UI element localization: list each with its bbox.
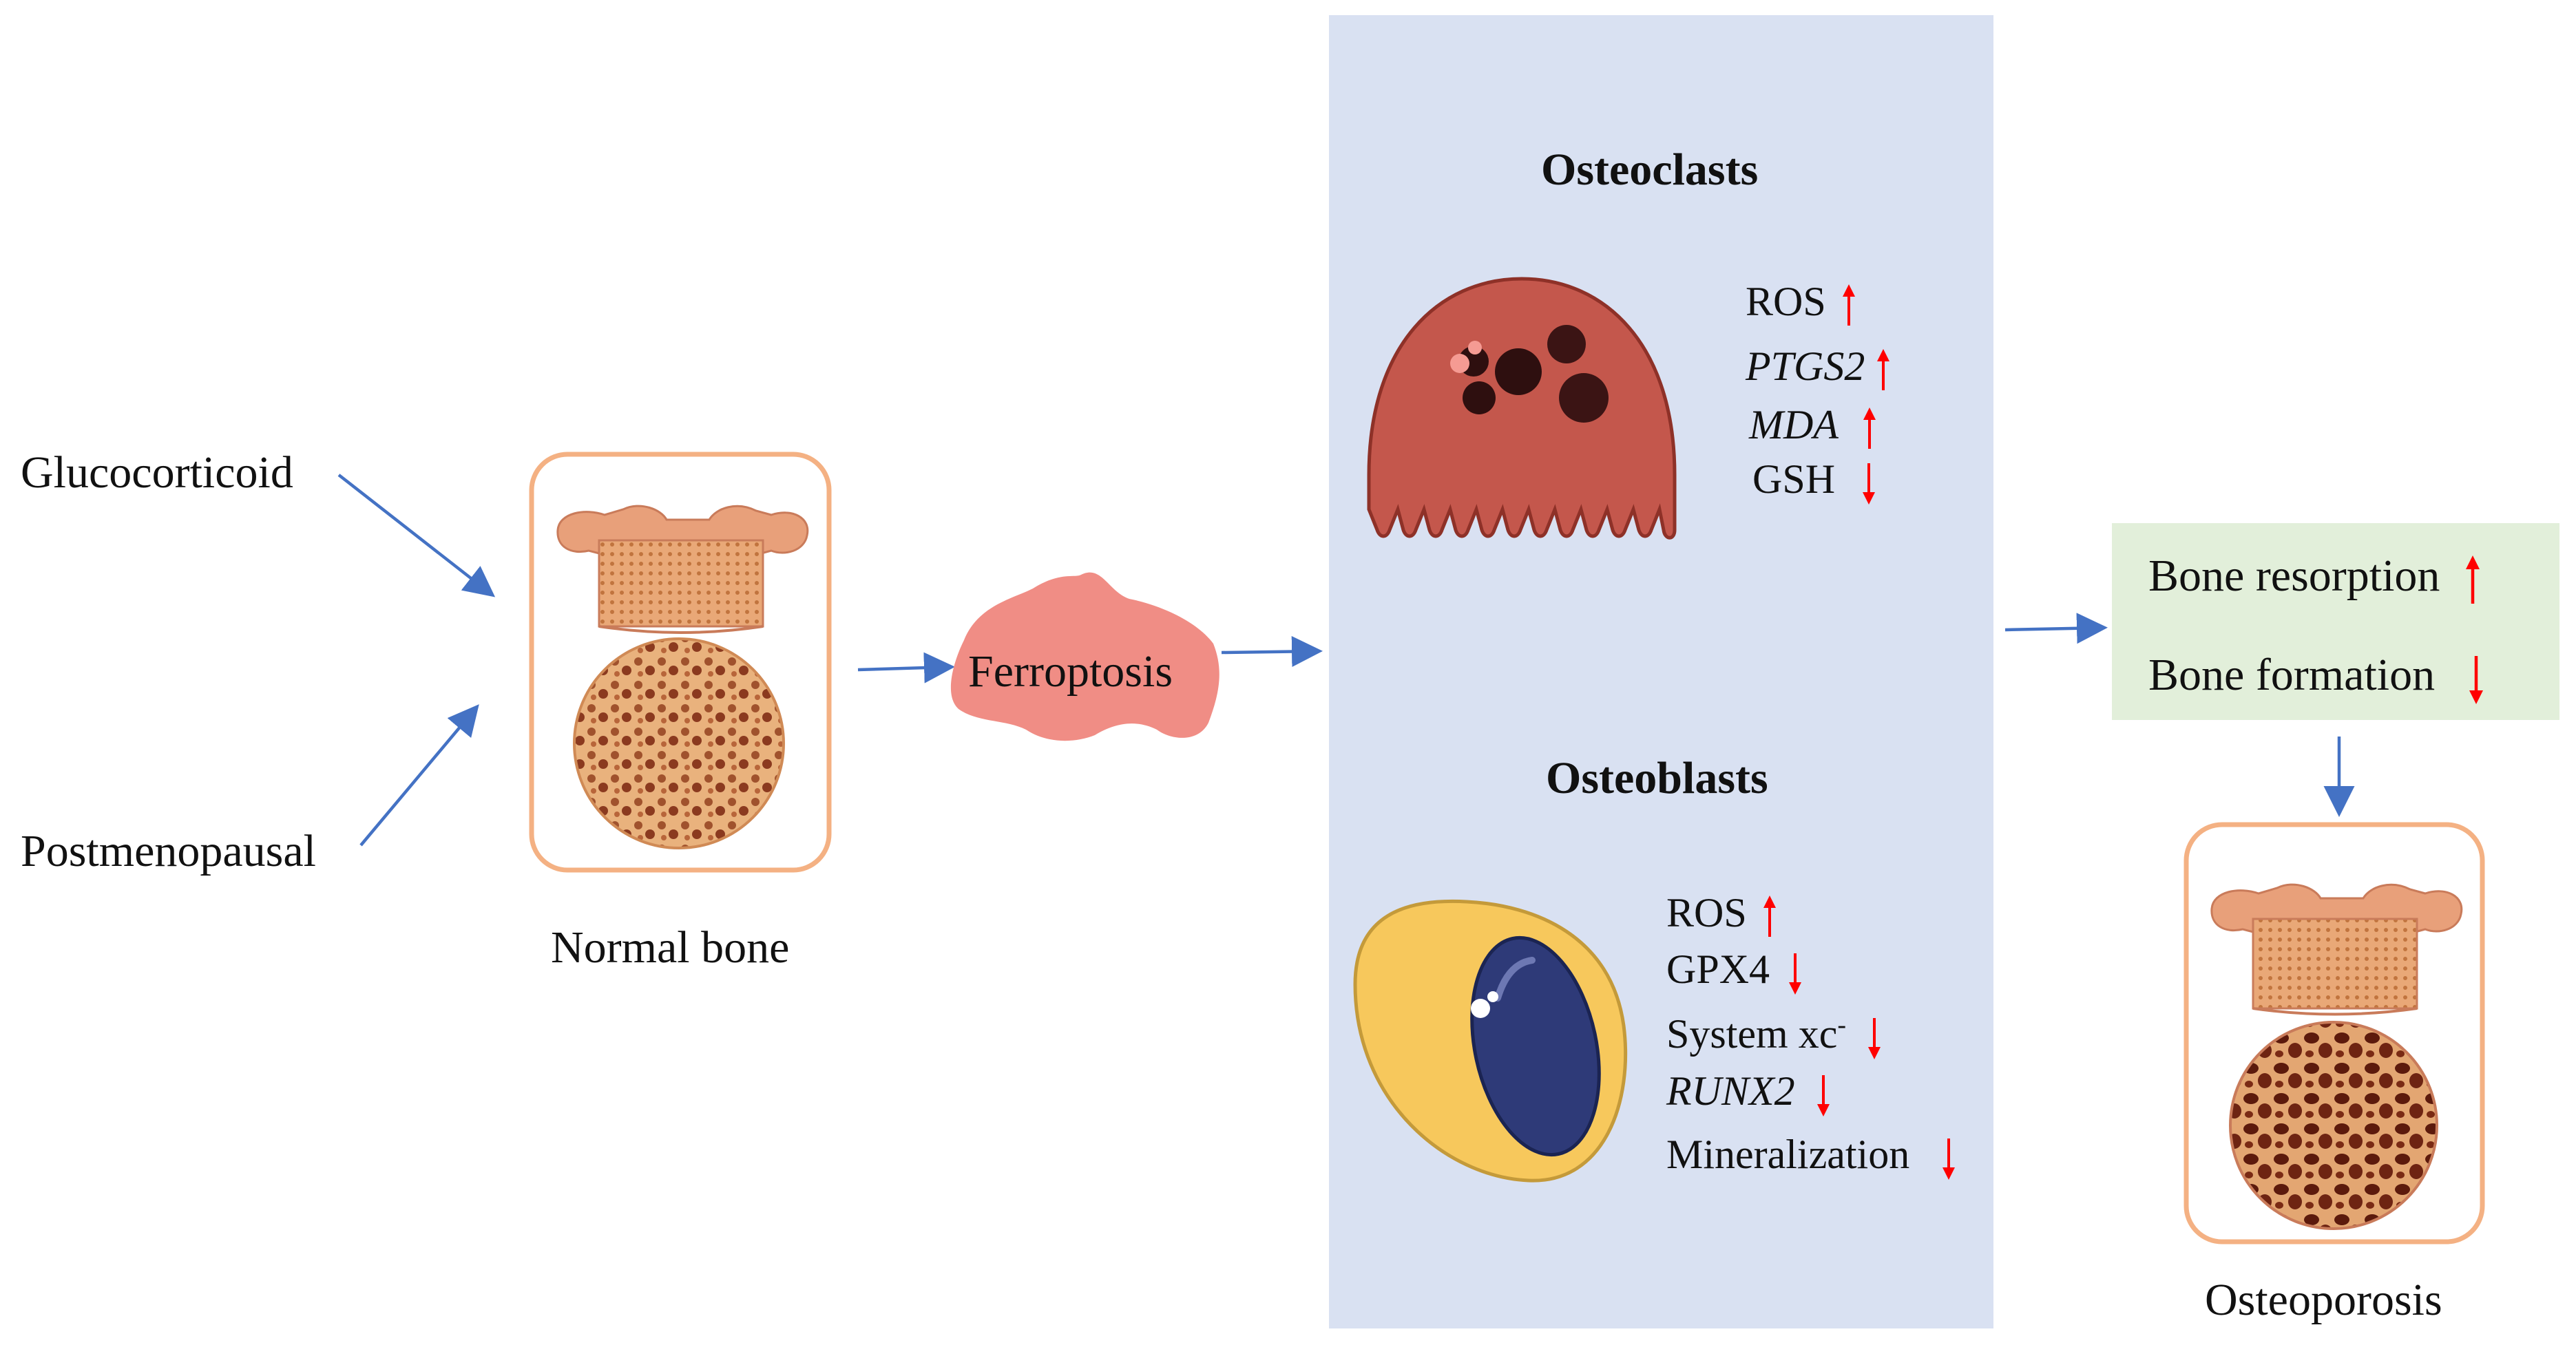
bone-formation-label: Bone formation <box>2148 650 2436 700</box>
marker-name: PTGS2 <box>1746 343 1865 389</box>
arrow-to-outcomes <box>2004 613 2108 644</box>
down-arrow-icon <box>1867 1018 1881 1060</box>
osteoporosis-vertebra-image <box>2210 883 2463 1016</box>
outcome-box <box>2112 523 2559 720</box>
osteoblast-marker-ros: ROS <box>1666 892 1777 938</box>
osteoblast-marker-runx2: RUNX2 <box>1666 1068 1831 1117</box>
arrow-glucocorticoid <box>337 474 496 597</box>
ferroptosis-blob <box>950 572 1219 741</box>
marker-name: ROS <box>1666 890 1747 935</box>
osteoblast-image <box>1353 899 1628 1183</box>
glucocorticoid-label: Glucocorticoid <box>21 447 293 498</box>
osteoclasts-title: Osteoclasts <box>1541 145 1759 195</box>
osteoclast-image <box>1367 277 1677 540</box>
normal-bone-label: Normal bone <box>551 922 790 973</box>
marker-name: MDA <box>1749 402 1839 447</box>
osteoclast-marker-gsh: GSH <box>1752 458 1876 505</box>
bone-resorption-label: Bone resorption <box>2148 551 2440 601</box>
up-arrow-icon <box>1877 349 1890 391</box>
marker-name: ROS <box>1746 279 1826 324</box>
down-arrow-icon <box>1863 463 1876 505</box>
marker-name: GPX4 <box>1666 946 1770 992</box>
ferroptosis-label: Ferroptosis <box>968 646 1173 697</box>
marker-name: System xc <box>1666 1011 1838 1057</box>
down-arrow-icon <box>2469 655 2484 704</box>
osteoblast-marker-mineralization: Mineralization <box>1666 1134 1956 1180</box>
marker-name: RUNX2 <box>1666 1068 1795 1114</box>
normal-vertebra-image <box>556 505 809 634</box>
osteoclast-marker-ros: ROS <box>1746 281 1856 327</box>
osteoclast-marker-ptgs2: PTGS2 <box>1746 346 1891 392</box>
osteoclast-marker-mda: MDA <box>1749 404 1877 450</box>
osteoporosis-label: Osteoporosis <box>2205 1275 2442 1325</box>
osteoblast-marker-system-xc: System xc- <box>1666 1010 1882 1060</box>
up-arrow-icon <box>2466 555 2480 604</box>
up-arrow-icon <box>1842 284 1855 326</box>
down-arrow-icon <box>1943 1139 1956 1180</box>
postmenopausal-label: Postmenopausal <box>21 826 316 876</box>
up-arrow-icon <box>1763 896 1776 938</box>
up-arrow-icon <box>1863 407 1876 449</box>
marker-name: GSH <box>1752 456 1836 502</box>
osteoblast-marker-gpx4: GPX4 <box>1666 949 1803 995</box>
arrow-to-cells <box>1221 636 1323 668</box>
osteoporosis-trabecular-image <box>2229 1021 2438 1230</box>
bone-formation-item: Bone formation <box>2148 653 2484 704</box>
down-arrow-icon <box>1789 953 1802 995</box>
arrow-postmenopausal <box>359 704 479 847</box>
normal-trabecular-image <box>573 637 785 849</box>
down-arrow-icon <box>1816 1075 1830 1117</box>
bone-resorption-item: Bone resorption <box>2148 553 2481 605</box>
marker-superscript: - <box>1837 1010 1846 1039</box>
marker-name: Mineralization <box>1666 1132 1910 1177</box>
osteoblasts-title: Osteoblasts <box>1546 753 1768 803</box>
arrow-to-ferroptosis <box>857 652 955 684</box>
